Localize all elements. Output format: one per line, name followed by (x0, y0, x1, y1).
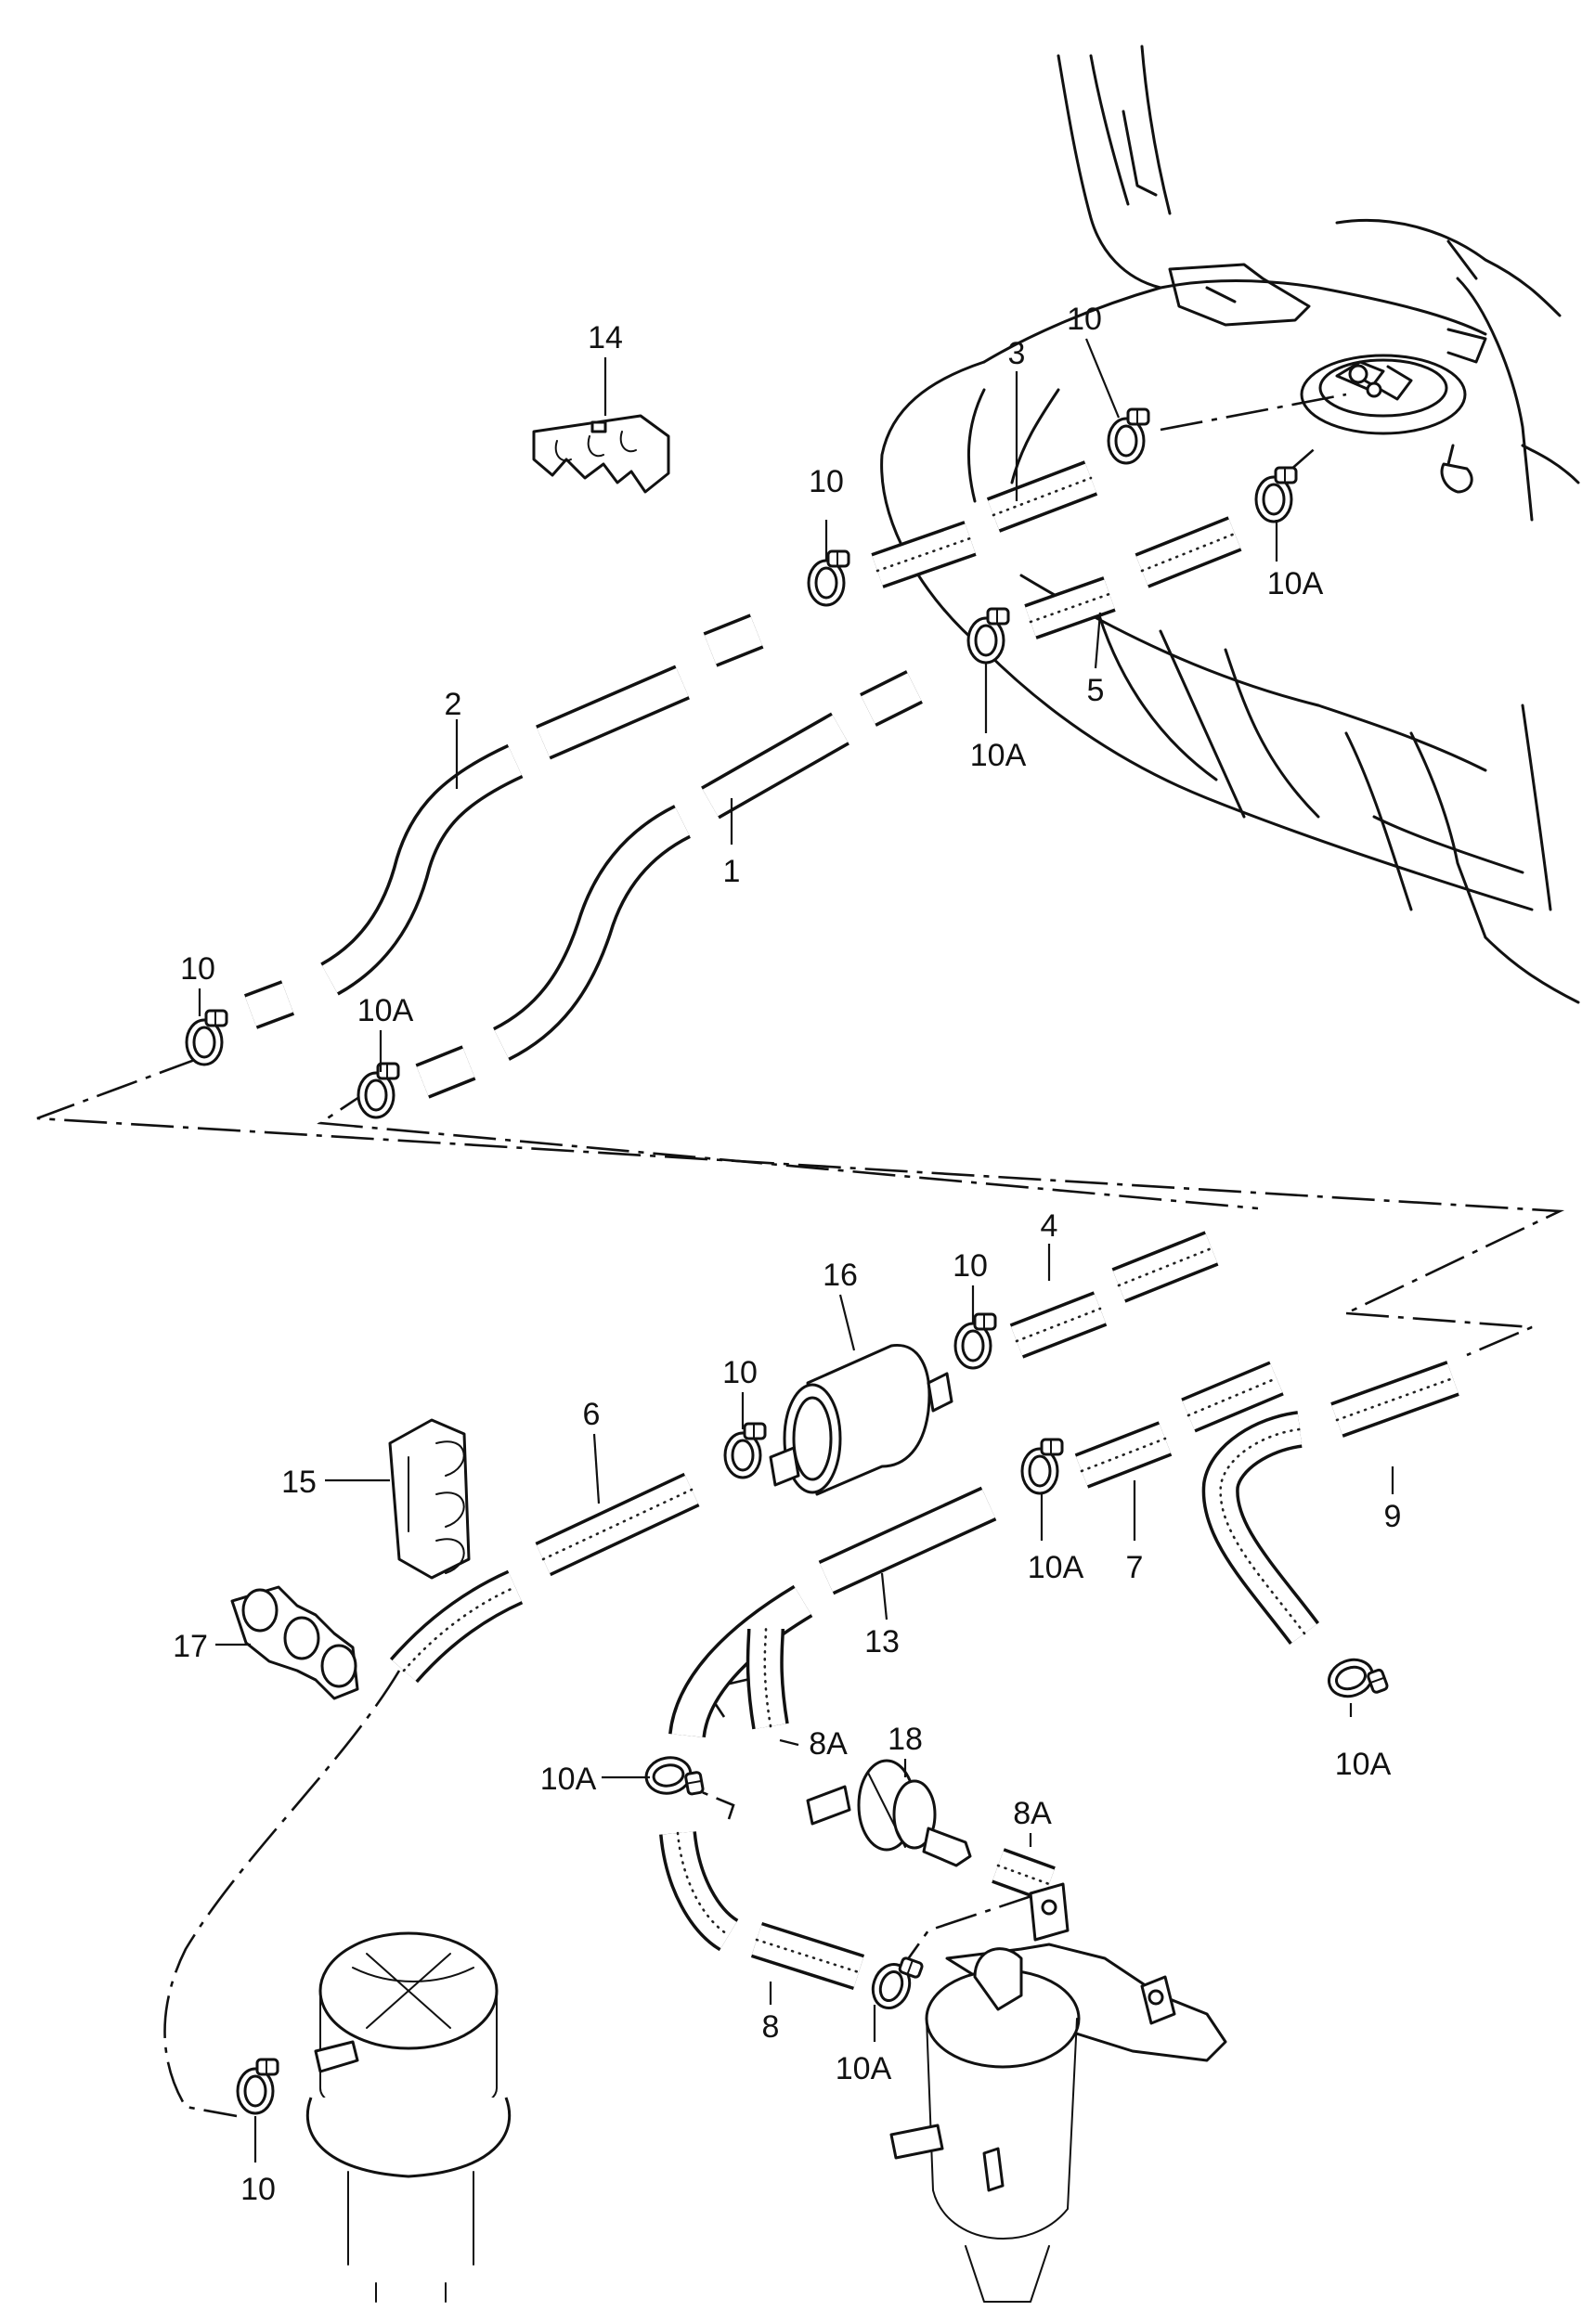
callout-16: 16 (823, 1258, 858, 1293)
callout-10a-left: 10A (357, 993, 414, 1028)
fuel-line-1 (415, 670, 923, 1099)
callout-3: 3 (1008, 336, 1026, 371)
callout-14: 14 (588, 320, 623, 355)
callout-9: 9 (1384, 1499, 1402, 1534)
fuel-line-6 (389, 1472, 700, 1684)
callout-10a-tank-right: 10A (1267, 566, 1324, 601)
fuel-line-7 (1074, 1361, 1284, 1489)
callout-1: 1 (723, 854, 741, 889)
callout-5: 5 (1087, 673, 1105, 708)
callout-labels: 14 3 10 10 10A 5 10A 2 1 10 10A 4 10 16 … (173, 302, 1401, 2207)
valve-icon (806, 1759, 972, 1867)
line-holder-icon (388, 1418, 471, 1580)
callout-10-bottom: 10 (240, 2172, 276, 2207)
leader-lines (198, 338, 1394, 2163)
callout-10a-junction: 10A (540, 1762, 597, 1797)
fuel-filter-icon (769, 1343, 953, 1496)
fuel-line-5 (1024, 516, 1242, 639)
fuel-line-8a-upper (746, 1627, 789, 1730)
fuel-tank-icon (880, 45, 1580, 1004)
callout-8a-upper: 8A (809, 1726, 848, 1762)
fuel-line-8a-lower (992, 1848, 1056, 1902)
fuel-accumulator-icon (305, 1931, 512, 2303)
callout-8a-lower: 8A (1013, 1796, 1052, 1831)
fuel-line-13 (668, 1486, 997, 1738)
callout-18: 18 (888, 1722, 923, 1757)
callout-10-filter-right: 10 (953, 1248, 988, 1284)
fuel-line-9 (1201, 1361, 1459, 1646)
callout-7: 7 (1126, 1550, 1144, 1585)
fuel-line-2 (243, 613, 764, 1029)
callout-10-filter-left: 10 (722, 1355, 758, 1390)
line-holder-icon (230, 1585, 359, 1700)
callout-10-upper-mid: 10 (809, 464, 844, 499)
callout-17: 17 (173, 1629, 208, 1664)
fuel-line-4 (1009, 1231, 1219, 1359)
callout-2: 2 (445, 687, 462, 722)
fuel-line-3 (871, 460, 1098, 588)
line-holder-icon (532, 414, 670, 494)
pressure-regulator-icon (889, 1882, 1227, 2303)
callout-13: 13 (864, 1624, 900, 1659)
callout-10-left: 10 (180, 951, 215, 987)
callout-10a-seven: 10A (1028, 1550, 1084, 1585)
callout-10a-lower: 10A (836, 2051, 892, 2086)
callout-6: 6 (583, 1397, 601, 1432)
routing-lines (36, 393, 1565, 2118)
callout-10a-tank-mid: 10A (970, 738, 1027, 773)
fuel-line-8 (659, 1830, 865, 1991)
callout-10a-nine: 10A (1335, 1747, 1392, 1782)
callout-15: 15 (281, 1465, 317, 1500)
callout-10-tank: 10 (1067, 302, 1102, 337)
callout-4: 4 (1041, 1208, 1058, 1244)
callout-8: 8 (762, 2009, 780, 2045)
